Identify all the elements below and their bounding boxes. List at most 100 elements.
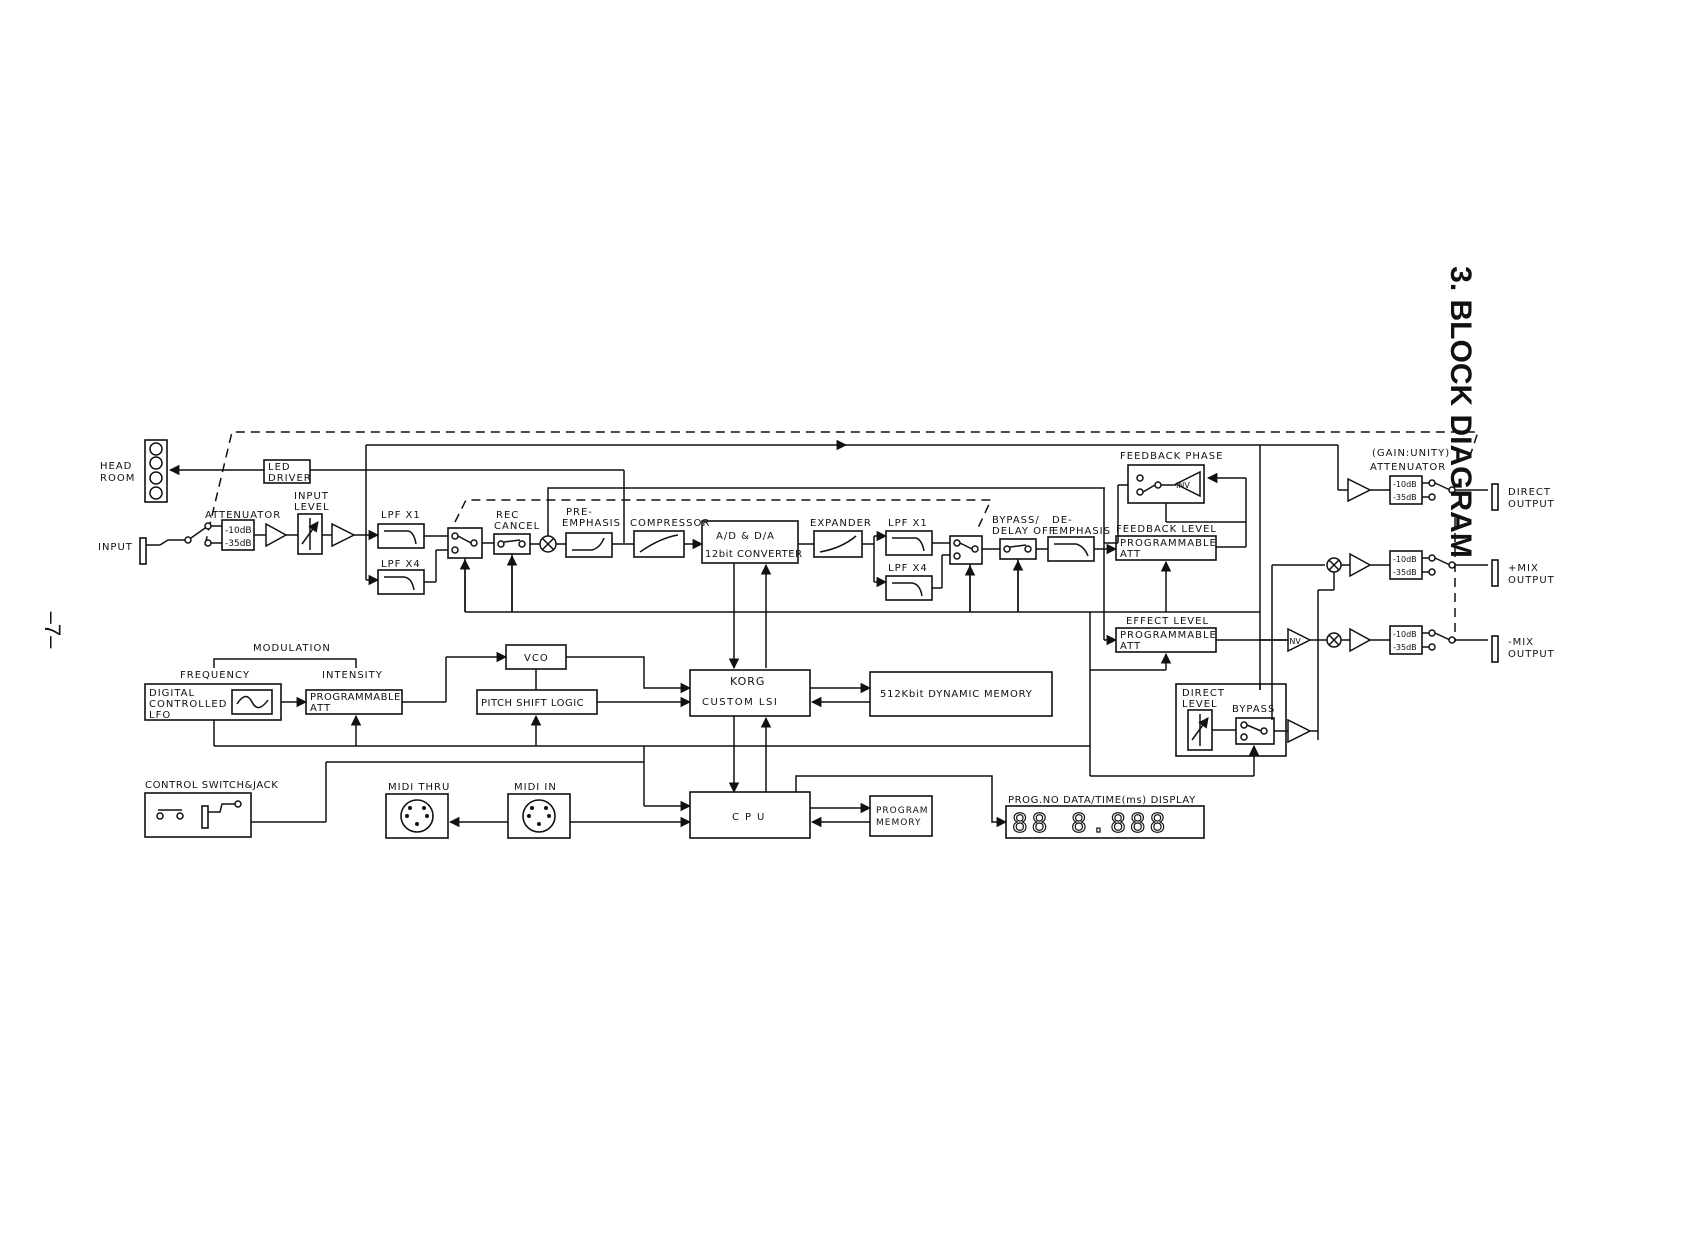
program-memory-block	[869, 795, 933, 837]
bypass-switch	[1235, 717, 1275, 745]
inv-label: INV	[1176, 481, 1190, 490]
plus-mix-output-label: +MIX	[1508, 563, 1539, 574]
control-switch-block	[144, 792, 252, 838]
lpf2-x1-block	[885, 530, 933, 556]
lpf-x1-block	[377, 523, 425, 549]
input-level-pot	[297, 513, 323, 555]
display-digits: 88 8.888	[1012, 809, 1169, 839]
plus-mix-attenuator-block	[1389, 550, 1423, 580]
amp-icon-direct-level	[1287, 718, 1312, 744]
head-room-label: HEAD	[100, 461, 132, 472]
de-emphasis-label: DE-	[1052, 515, 1073, 526]
direct-level-label: DIRECT	[1182, 688, 1225, 699]
intensity-att-label: PROGRAMMABLE	[310, 692, 401, 703]
control-jack-icon	[201, 805, 209, 829]
intensity-att-label-2: ATT	[310, 703, 331, 714]
korg-lsi-block	[689, 669, 811, 717]
inverter-icon	[1174, 470, 1201, 498]
pre-emphasis-label-2: EMPHASIS	[562, 518, 621, 529]
page-title: 3. BLOCK DIAGRAM	[1444, 266, 1477, 558]
ad-da-label-2: 12bit CONVERTER	[705, 549, 803, 560]
led-driver-block	[263, 459, 311, 484]
lfo-label: DIGITAL	[149, 688, 195, 699]
plus-mix-att-m35: -35dB	[1393, 568, 1417, 577]
led-driver-label-2: DRIVER	[268, 473, 312, 484]
rec-cancel-label-2: CANCEL	[494, 521, 540, 532]
midi-in-label: MIDI IN	[514, 782, 557, 793]
feedback-att-label-2: ATT	[1120, 549, 1141, 560]
pre-emphasis-block	[565, 532, 613, 558]
bypass-label: BYPASS	[1232, 704, 1275, 715]
ad-da-label: A/D & D/A	[716, 531, 775, 542]
cpu-label: CPU	[732, 812, 770, 823]
plus-mix-output-jack-icon	[1491, 559, 1499, 587]
feedback-level-label: FEEDBACK LEVEL	[1116, 524, 1217, 535]
input-level-label: INPUT	[294, 491, 329, 502]
dynamic-memory-block	[869, 671, 1053, 717]
midi-thru-block	[385, 793, 449, 839]
lpf-x4-block	[377, 569, 425, 595]
amp-icon-minus-mix	[1349, 627, 1372, 653]
custom-lsi-label: CUSTOM LSI	[702, 697, 778, 708]
modulation-label: MODULATION	[253, 643, 331, 654]
frequency-label: FREQUENCY	[180, 670, 250, 681]
compressor-label: COMPRESSOR	[630, 518, 710, 529]
control-switch-label: CONTROL SWITCH&JACK	[145, 780, 278, 791]
head-room-leds	[144, 439, 168, 503]
rec-cancel-label: REC	[496, 510, 519, 521]
input-jack-icon	[139, 537, 147, 565]
cpu-block	[689, 791, 811, 839]
attenuator-right-label: ATTENUATOR	[1370, 462, 1446, 473]
lpf2-x4-label: LPF X4	[888, 563, 928, 574]
minus-mix-output-label-2: OUTPUT	[1508, 649, 1555, 660]
minus-mix-att-m10: -10dB	[1393, 630, 1417, 639]
midi-thru-connector-icon	[400, 799, 434, 833]
feedback-phase-label: FEEDBACK PHASE	[1120, 451, 1223, 462]
ad-da-converter-block	[701, 520, 799, 564]
korg-label: KORG	[730, 675, 765, 688]
direct-output-jack-icon	[1491, 483, 1499, 511]
amp-icon-plus-mix	[1349, 552, 1372, 578]
expander-block	[813, 530, 863, 558]
minus-mix-output-jack-icon	[1491, 635, 1499, 663]
lpf2-select-switch	[949, 535, 983, 565]
de-emphasis-block	[1047, 536, 1095, 562]
direct-level-label-2: LEVEL	[1182, 699, 1218, 710]
direct-level-group	[1175, 683, 1287, 757]
vco-label: VCO	[524, 653, 549, 664]
amp-icon-2	[331, 522, 356, 548]
effect-att-label: PROGRAMMABLE	[1120, 630, 1217, 641]
amp-icon	[265, 522, 288, 548]
direct-attenuator-block	[1389, 475, 1423, 505]
led-driver-label: LED	[268, 462, 291, 473]
seven-segment-display	[1005, 805, 1205, 839]
direct-output-label-2: OUTPUT	[1508, 499, 1555, 510]
head-room-label-2: ROOM	[100, 473, 135, 484]
feedback-att-label: PROGRAMMABLE	[1120, 538, 1217, 549]
display-label: PROG.NO DATA/TIME(ms) DISPLAY	[1008, 795, 1196, 806]
input-level-label-2: LEVEL	[294, 502, 330, 513]
pre-emphasis-label: PRE-	[566, 507, 593, 518]
midi-in-connector-icon	[522, 799, 556, 833]
attenuator-label: ATTENUATOR	[205, 510, 281, 521]
inv-label-2: INV	[1287, 637, 1301, 646]
minus-mix-output-label: -MIX	[1508, 637, 1534, 648]
effect-att-label-2: ATT	[1120, 641, 1141, 652]
direct-att-m35: -35dB	[1393, 493, 1417, 502]
lpf-x4-label: LPF X4	[381, 559, 421, 570]
intensity-label: INTENSITY	[322, 670, 383, 681]
page-number: –7–	[40, 611, 65, 649]
lpf2-x1-label: LPF X1	[888, 518, 928, 529]
attenuator-m35: -35dB	[225, 539, 252, 549]
gain-unity-label: (GAIN:UNITY)	[1372, 448, 1450, 459]
pitch-shift-logic-label: PITCH SHIFT LOGIC	[481, 698, 584, 709]
lfo-label-2: CONTROLLED	[149, 699, 227, 710]
input-label: INPUT	[98, 542, 133, 553]
plus-mix-output-label-2: OUTPUT	[1508, 575, 1555, 586]
program-memory-label: PROGRAM	[876, 806, 929, 816]
program-memory-label-2: MEMORY	[876, 818, 921, 828]
midi-thru-label: MIDI THRU	[388, 782, 450, 793]
bypass-delay-label-2: DELAY OFF	[992, 526, 1056, 537]
feedback-level-att-block	[1115, 535, 1217, 561]
